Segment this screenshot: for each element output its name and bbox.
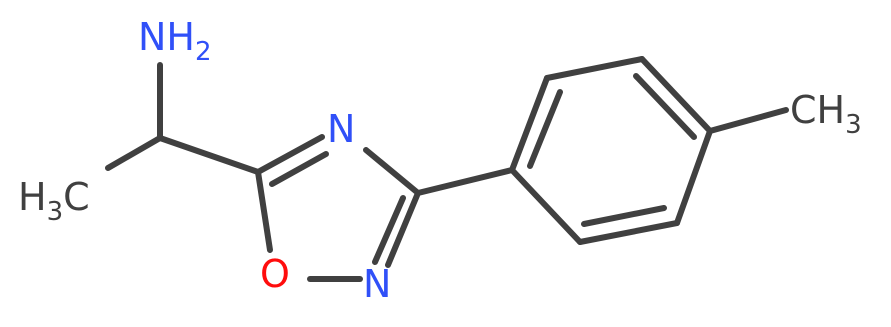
bond-ring-1: [509, 75, 550, 173]
bond-c5-n4-inner: [269, 151, 329, 187]
atom-ch3-left: H3C: [18, 175, 90, 227]
bonds-group: [105, 56, 789, 282]
bond-ring-3: [639, 56, 713, 134]
bond-ring-5-inner: [581, 205, 667, 227]
bond-c3-aryl: [415, 167, 515, 196]
bond-c-ch3: [105, 135, 163, 171]
bond-ring-2: [544, 56, 645, 81]
bond-ring-3-inner: [633, 73, 697, 140]
bond-c3-n2-inner: [372, 195, 406, 265]
bond-c5-n4: [255, 134, 325, 175]
atom-o-ring: O: [260, 252, 290, 296]
bond-ring-5: [577, 220, 680, 245]
atom-nh2: NH2: [138, 15, 212, 67]
bond-n4-c3: [363, 147, 421, 196]
bond-c3-n2: [385, 190, 421, 268]
atom-n-ring-bottom: N: [363, 262, 391, 306]
atom-ch3-right: CH3: [790, 88, 862, 140]
bond-aryl-ch3: [707, 107, 789, 134]
atom-n-ring-top: N: [327, 107, 355, 151]
atom-labels: NH2 H3C N O N CH3: [18, 15, 862, 306]
bond-c-c5: [157, 135, 261, 175]
bond-ring-6: [509, 167, 583, 245]
bond-ring-4: [674, 128, 713, 226]
bond-ring-1-inner: [527, 89, 563, 169]
bond-o1-c5: [255, 169, 273, 253]
